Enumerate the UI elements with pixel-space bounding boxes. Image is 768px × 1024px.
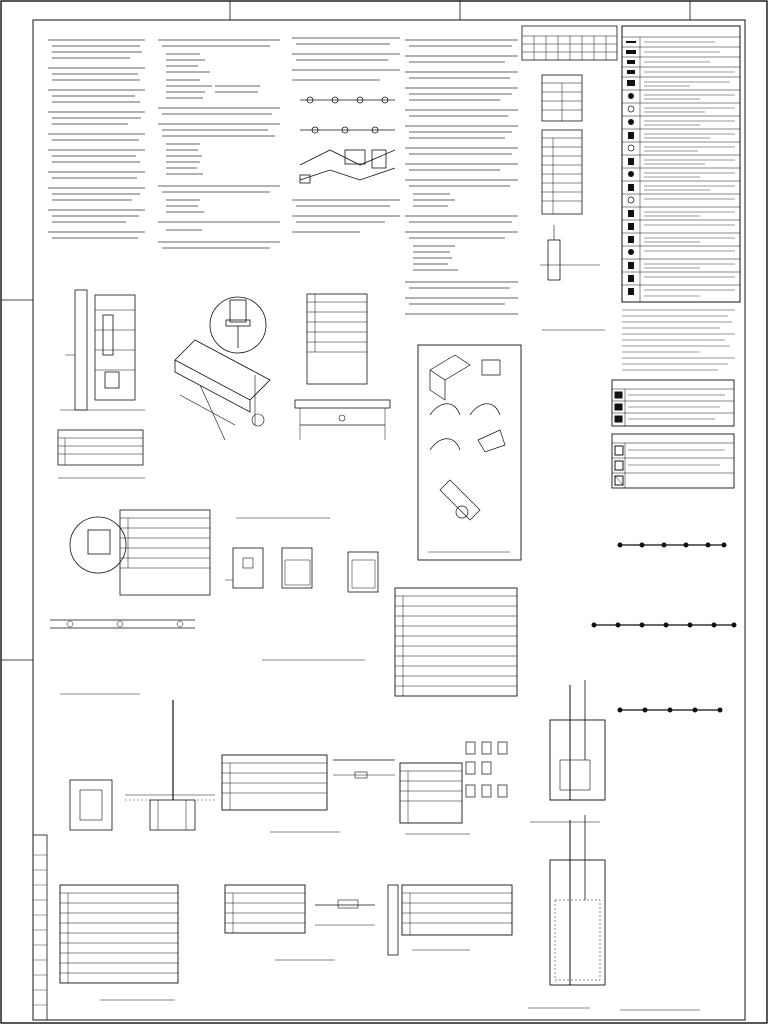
materials-table-1	[394, 587, 518, 697]
detail-conduit-accessories	[417, 344, 522, 561]
detail-ground-box-1	[530, 680, 606, 823]
title-block	[32, 834, 48, 1021]
voltage-drop-diagram-1	[617, 542, 727, 548]
detail-outlet	[387, 884, 513, 956]
voltage-drop-diagram-3	[617, 707, 723, 713]
detail-ground-rod-box	[540, 225, 605, 331]
symbols-table	[541, 129, 583, 215]
notes-block-3	[292, 37, 400, 233]
conduit-table	[541, 74, 583, 122]
detail-lighting-fixture	[221, 754, 395, 833]
detail-luminaire-wall	[224, 884, 375, 961]
voltage-drop-diagram-2	[591, 622, 737, 628]
legend-table	[621, 25, 741, 303]
wiring-legend-2	[611, 433, 735, 489]
detail-pole-base	[60, 693, 215, 831]
materials-table-2	[59, 884, 179, 1001]
wiring-legend-1	[611, 379, 735, 427]
detail-cable-tray-wall	[225, 517, 379, 661]
notes-block-2	[158, 39, 280, 249]
margin-ticks	[1, 1, 691, 661]
detail-switches	[399, 741, 508, 835]
notes-block-4	[405, 39, 518, 315]
detail-wall-box	[57, 289, 145, 479]
drawing-frame	[32, 19, 746, 1021]
detail-slab-section	[294, 293, 391, 440]
legend-notes	[622, 309, 735, 371]
detail-ground-box-2	[528, 815, 606, 1009]
detail-cable-tray-slab	[174, 296, 271, 441]
detail-junction-box	[50, 509, 211, 629]
equivalence-table	[521, 25, 618, 61]
notes-block-1	[48, 39, 145, 239]
